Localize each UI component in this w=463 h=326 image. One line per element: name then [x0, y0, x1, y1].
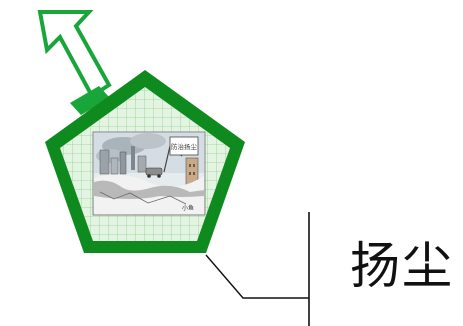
- connector-line: [205, 254, 309, 299]
- arrow-head-outline: [37, 10, 112, 99]
- outward-arrow-icon: [37, 10, 112, 115]
- photo-signature: 小鱼: [182, 204, 194, 212]
- diagram-label: 扬尘: [350, 237, 454, 295]
- arrow-base-band: [70, 86, 110, 115]
- pollution-photo: 防治扬尘 小鱼: [92, 131, 206, 216]
- photo-sign-text: 防治扬尘: [171, 142, 198, 151]
